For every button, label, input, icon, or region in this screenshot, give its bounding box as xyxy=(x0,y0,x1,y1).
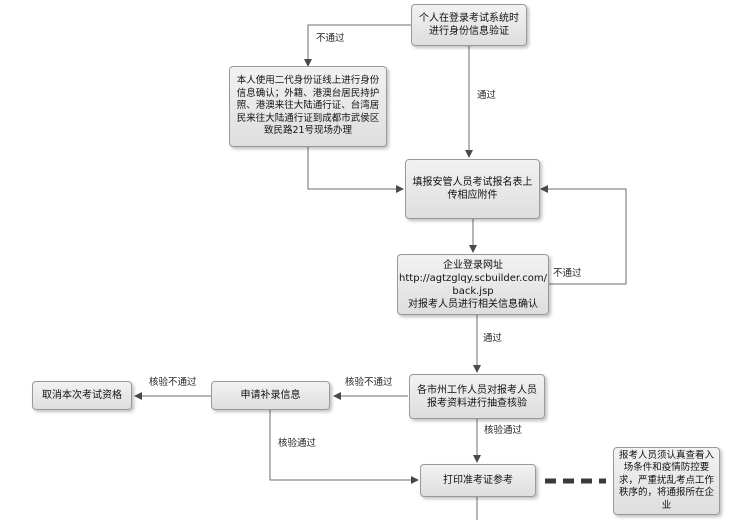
label-verify-pass-supplement: 核验通过 xyxy=(277,438,318,450)
node-identity-verification: 个人在登录考试系统时 进行身份信息验证 xyxy=(411,4,527,46)
label-pass-identity: 通过 xyxy=(476,90,498,102)
node-city-spot-check: 各市州工作人员对报考人员 报考资料进行抽查核验 xyxy=(409,374,545,419)
node-print-admission-ticket: 打印准考证参考 xyxy=(420,464,536,497)
label-pass-company: 通过 xyxy=(482,333,504,345)
edge-identity-to-offline xyxy=(304,24,411,67)
label-verify-fail-supplement: 核验不通过 xyxy=(148,377,198,389)
edge-supplement-to-print xyxy=(269,410,419,484)
node-fill-registration-form: 填报安管人员考试报名表上 传相应附件 xyxy=(405,159,540,219)
node-apply-supplement: 申请补录信息 xyxy=(211,381,330,410)
node-company-confirmation: 企业登录网址 http://agtzglqy.scbuilder.com/ ba… xyxy=(397,254,549,315)
label-verify-fail-review: 核验不通过 xyxy=(344,377,394,389)
edge-company-loop-back xyxy=(540,185,627,285)
node-warning-note: 报考人员须认真查看入场条件和疫情防控要求，严重扰乱考点工作秩序的，将通报所在企业 xyxy=(613,447,720,515)
edge-offline-to-fill xyxy=(307,147,404,193)
node-cancel-qualification: 取消本次考试资格 xyxy=(32,381,132,410)
node-offline-verification-note: 本人使用二代身份证线上进行身份信息确认；外籍、港澳台居民持护照、港澳来往大陆通行… xyxy=(229,66,387,147)
label-verify-pass-review: 核验通过 xyxy=(483,425,524,437)
label-not-pass-identity: 不通过 xyxy=(315,33,346,45)
label-not-pass-company: 不通过 xyxy=(552,268,583,280)
